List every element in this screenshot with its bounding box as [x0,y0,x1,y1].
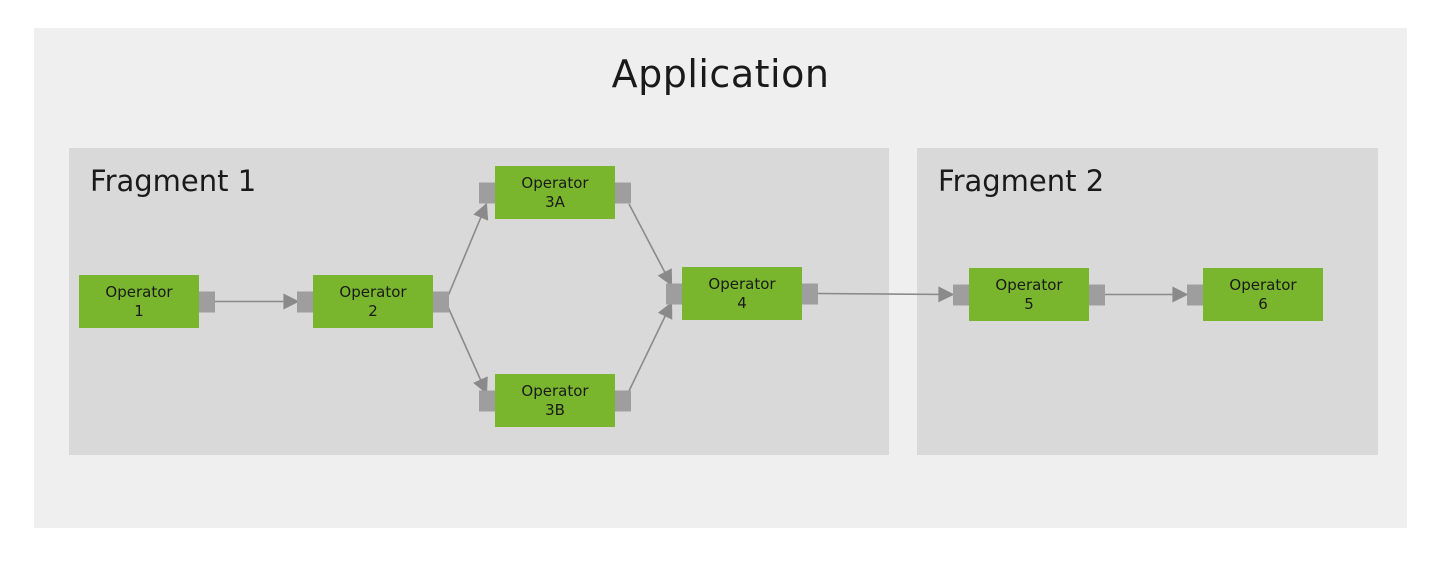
operator-5-label: Operator 5 [995,276,1062,314]
output-port [615,182,631,203]
input-port [479,182,495,203]
output-port [615,390,631,411]
operator-node-1: Operator 1 [79,275,215,328]
operator-4-name: Operator [708,274,776,293]
operator-3a-number: 3A [545,192,565,211]
input-port [297,291,313,312]
input-port [1187,284,1203,305]
fragment-2-label: Fragment 2 [938,164,1105,198]
operator-node-3a: Operator 3A [479,166,631,219]
operator-node-6: Operator 6 [1187,268,1323,321]
input-port [953,284,969,305]
operator-3b-number: 3B [545,400,565,419]
application-title: Application [611,52,830,96]
operator-1-label: Operator 1 [105,283,172,321]
output-port [433,291,449,312]
operator-2-label: Operator 2 [339,283,406,321]
operator-3b-name: Operator [521,381,589,400]
operator-2-number: 2 [368,301,378,320]
operator-3a-name: Operator [521,173,589,192]
operator-5-name: Operator [995,275,1063,294]
output-port [802,283,818,304]
operator-6-name: Operator [1229,275,1297,294]
operator-2-name: Operator [339,282,407,301]
operator-1-name: Operator [105,282,173,301]
operator-6-label: Operator 6 [1229,276,1296,314]
operator-6-number: 6 [1258,294,1268,313]
input-port [479,390,495,411]
output-port [1089,284,1105,305]
operator-node-3b: Operator 3B [479,374,631,427]
operator-node-2: Operator 2 [297,275,449,328]
operator-4-label: Operator 4 [708,275,775,313]
fragment-1-label: Fragment 1 [90,164,257,198]
operator-5-number: 5 [1024,294,1034,313]
operator-1-number: 1 [134,301,144,320]
operator-node-5: Operator 5 [953,268,1105,321]
operator-4-number: 4 [737,293,747,312]
operator-3b-label: Operator 3B [521,382,588,420]
operator-3a-label: Operator 3A [521,174,588,212]
operator-node-4: Operator 4 [666,267,818,320]
output-port [199,291,215,312]
input-port [666,283,682,304]
